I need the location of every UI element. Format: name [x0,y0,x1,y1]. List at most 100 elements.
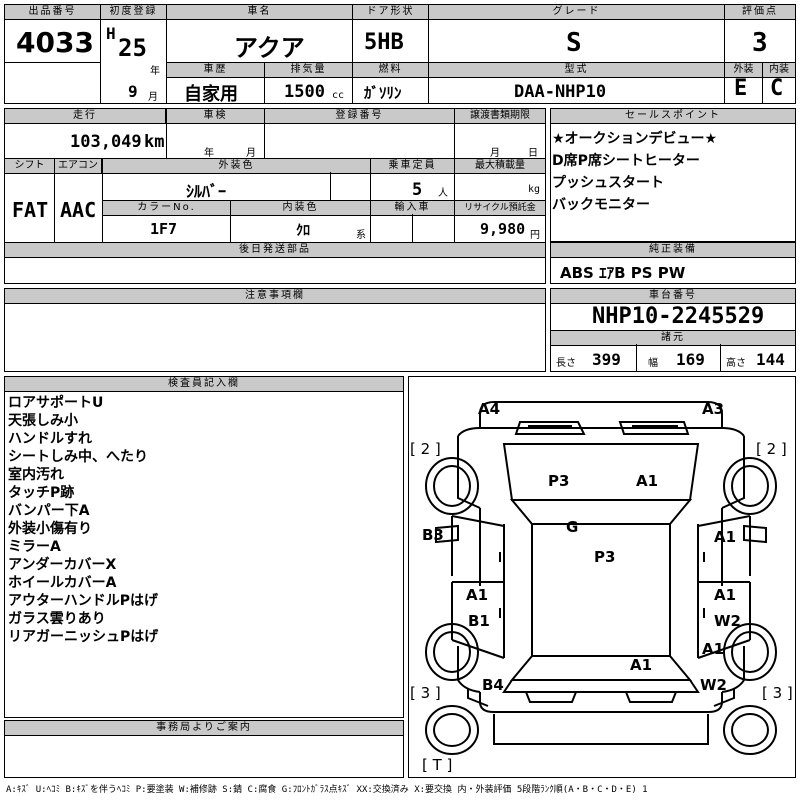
max-load-unit: kg [528,184,541,195]
grade-label: グレード [428,4,725,20]
air-conditioner-label: エアコン [54,158,102,174]
inspector-notes-label: 検査員記入欄 [4,376,404,392]
height-label: 高さ [726,358,746,369]
damage-right-quarter: A1 [702,640,725,658]
inspection-year-unit: 年 [204,148,214,159]
year-unit: 年 [150,66,160,77]
fuel-label: 燃料 [352,62,429,78]
damage-right-fender: A1 [714,528,737,546]
lot-number: 4033 [16,26,94,59]
registration-number-label: 登録番号 [264,108,455,124]
inspector-note: ミラーA [8,539,61,555]
interior-grade-label: 内装 [762,62,796,78]
transfer-month-unit: 月 [490,148,500,159]
specs-label: 諸元 [550,330,796,346]
tire-rear-right: [ 3 ] [762,684,793,702]
damage-trunk: A1 [630,656,653,674]
transfer-day-unit: 日 [528,148,538,159]
damage-right-door: A1 [714,586,737,604]
standard-equipment-label: 純正装備 [550,242,796,258]
car-name: アクア [234,34,305,62]
history: 自家用 [184,84,238,105]
score-label: 評価点 [724,4,796,20]
shift-label: シフト [4,158,55,174]
spare-tire: [ T ] [422,756,453,774]
inspector-note: ロアサポートU [8,395,104,411]
damage-legend: A:ｷｽﾞ U:ﾍｺﾐ B:ｷｽﾞを伴うﾍｺﾐ P:要塗装 W:補修跡 S:錆 … [6,785,648,795]
damage-windshield: G [566,518,579,536]
door-type-label: ドア形状 [352,4,429,20]
inspector-note: アンダーカバーX [8,557,117,573]
office-notice-label: 事務局よりご案内 [4,720,404,736]
sales-point-item: バックモニター [552,197,650,213]
first-registration-label: 初度登録 [100,4,167,20]
damage-hood-left: P3 [548,472,570,490]
caution-label: 注意事項欄 [4,288,546,304]
capacity: 5 [412,180,423,200]
mileage-unit: km [144,132,165,152]
inspector-note: タッチP跡 [8,485,75,501]
chassis-number: NHP10-2245529 [592,304,765,329]
transfer-deadline-label: 譲渡書類期限 [454,108,546,124]
sales-point-item: D席P席シートヒーター [552,153,700,169]
damage-left-door: A1 [466,586,489,604]
inspection-month-unit: 月 [246,148,256,159]
recycle-deposit-label: リサイクル預託金 [454,200,546,216]
damage-left-fender: B3 [422,526,444,544]
mileage: 103,049 [70,132,142,152]
capacity-label: 乗車定員 [370,158,455,174]
length: 399 [592,350,621,369]
sales-point-label: セールスポイント [550,108,796,124]
recycle-deposit: 9,980 [480,220,526,238]
inspector-note: バンパー下A [8,503,90,519]
air-conditioner: AAC [60,198,97,222]
length-label: 長さ [556,358,576,369]
fuel: ｶﾞｿﾘﾝ [364,84,402,102]
registration-year: 25 [118,34,147,62]
tire-rear-left: [ 3 ] [410,684,441,702]
score: 3 [752,28,768,58]
sales-point-item: ★オークションデビュー★ [552,131,718,147]
max-load-label: 最大積載量 [454,158,546,174]
later-parts-label: 後日発送部品 [4,242,546,258]
height: 144 [756,350,785,369]
color-number-label: カラーNo. [102,200,231,216]
damage-front-left: A4 [478,400,501,418]
interior-color: ｸﾛ [296,223,310,239]
car-diagram [425,401,777,755]
damage-left-rear-door: B1 [468,612,490,630]
mileage-label: 走行 [4,108,166,124]
capacity-unit: 人 [438,188,448,199]
grade: S [566,28,582,58]
inspector-note: ハンドルすれ [8,431,92,447]
inspector-note: シートしみ中、へたり [8,449,148,465]
damage-roof: P3 [594,548,616,566]
inspector-note: ホイールカバーA [8,575,117,591]
exterior-grade: E [734,76,748,101]
tire-front-left: [ 2 ] [410,440,441,458]
width: 169 [676,350,705,369]
month-unit: 月 [148,92,158,103]
header-block [4,4,796,104]
interior-color-label: 内装色 [230,200,371,216]
inspector-note: リアガーニッシュPはげ [8,629,159,645]
interior-grade: C [770,76,784,101]
recycle-deposit-unit: 円 [530,230,540,241]
damage-rear-bumper-left: B4 [482,676,504,694]
inspector-notes-block [4,376,404,718]
displacement-unit: cc [332,90,345,101]
standard-equipment: ABS ｴｱB PS PW [560,264,686,282]
registration-month: 9 [128,82,138,101]
displacement-label: 排気量 [264,62,353,78]
interior-color-unit: 系 [356,230,366,241]
tire-front-right: [ 2 ] [756,440,787,458]
inspector-note: 外装小傷有り [8,521,92,537]
color-number: 1F7 [150,220,178,238]
door-type: 5HB [364,30,404,55]
inspection-label: 車検 [166,108,265,124]
damage-rear-bumper-right: W2 [700,676,727,694]
history-label: 車歴 [166,62,265,78]
inspector-note: 室内汚れ [8,467,64,483]
sales-point-item: プッシュスタート [552,175,664,191]
damage-front-right: A3 [702,400,725,418]
